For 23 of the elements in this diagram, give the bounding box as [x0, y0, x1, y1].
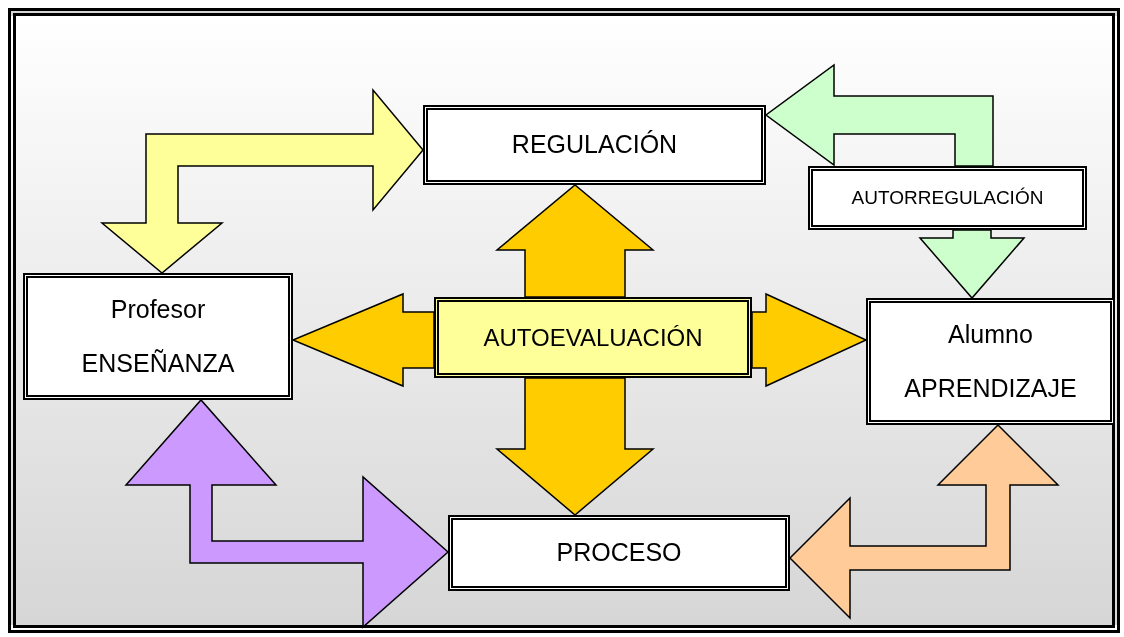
text-box: [866, 298, 1115, 425]
box-label: Alumno: [948, 318, 1033, 350]
box-label: PROCESO: [556, 537, 682, 569]
text-box: [434, 297, 752, 378]
box-label: ENSEÑANZA: [81, 348, 235, 380]
block-arrow: [494, 377, 656, 516]
box-label: AUTOEVALUACIÓN: [483, 322, 703, 353]
block-arrow: [764, 63, 994, 167]
block-arrow: [124, 398, 450, 629]
block-arrow: [918, 229, 1026, 300]
block-arrow: [494, 184, 656, 298]
box-label: REGULACIÓN: [511, 129, 678, 161]
block-arrow: [751, 292, 868, 388]
text-box: [23, 273, 293, 400]
text-box: [423, 105, 766, 185]
block-arrow: [291, 292, 435, 388]
text-box: [448, 515, 790, 591]
text-box: [808, 166, 1087, 230]
box-label: APRENDIZAJE: [904, 373, 1077, 405]
block-arrow: [99, 87, 424, 274]
block-arrow: [788, 423, 1060, 620]
box-label: AUTORREGULACIÓN: [851, 186, 1044, 210]
box-label: Profesor: [110, 293, 206, 325]
